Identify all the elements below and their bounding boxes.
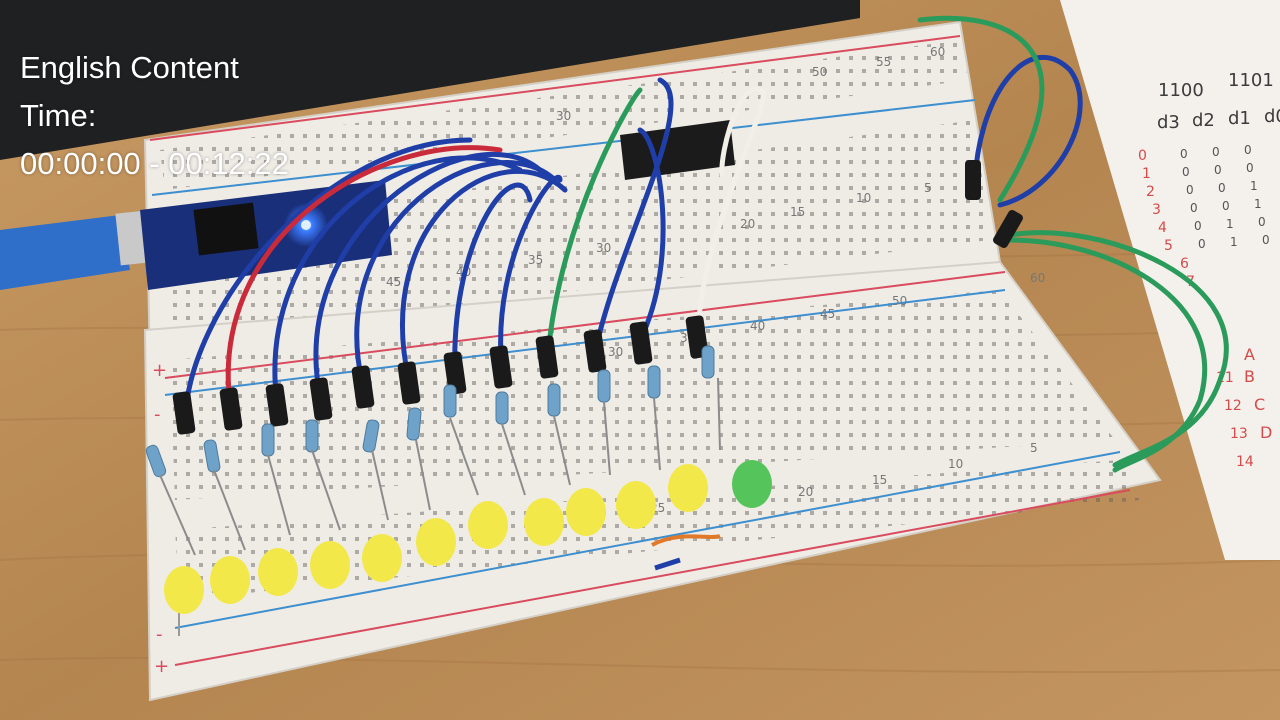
notes-header-d0: d0 [1264, 106, 1280, 127]
notes-letter-b: B [1244, 367, 1255, 386]
blue-jumper-small [654, 557, 681, 571]
led-yellow [362, 534, 402, 582]
col-num-40: 40 [750, 319, 765, 333]
notes-letter-c: C [1254, 395, 1265, 414]
svg-text:1: 1 [1226, 217, 1234, 231]
upper-col-15: 15 [790, 205, 805, 219]
svg-text:0: 0 [1190, 201, 1198, 215]
col-num-45: 45 [820, 307, 835, 321]
svg-text:0: 0 [1186, 183, 1194, 197]
breadboard-upper [143, 20, 1002, 362]
svg-text:0: 0 [1218, 181, 1226, 195]
notes-line-1: 1100 [1158, 80, 1204, 101]
breadboard-lower: + - + - 60 50 45 40 35 30 20 15 10 5 25 [143, 260, 1162, 702]
svg-text:0: 0 [1180, 147, 1188, 161]
svg-text:0: 0 [1258, 215, 1266, 229]
notes-line-2: 1101 [1228, 70, 1274, 91]
led-yellow [210, 556, 250, 604]
upper-col-55: 55 [876, 55, 891, 69]
notes-row-14: 14 [1236, 454, 1254, 470]
svg-text:0: 0 [1222, 199, 1230, 213]
rail-red-lower-2 [174, 489, 1131, 666]
svg-text:1: 1 [1250, 179, 1258, 193]
rail-mark-minus-2: - [156, 624, 163, 645]
svg-text:0: 0 [1246, 161, 1254, 175]
upper-col-30: 30 [556, 109, 571, 123]
wire-connectors [172, 160, 1023, 435]
upper-col-30b: 30 [596, 241, 611, 255]
led-yellow [616, 481, 656, 529]
upper-col-20: 20 [740, 217, 755, 231]
leads [159, 377, 721, 556]
col-num-60: 60 [1030, 271, 1045, 285]
rail-blue-lower-2 [174, 451, 1121, 629]
notes-header-d2: d2 [1192, 110, 1215, 131]
arduino-nano [140, 180, 392, 290]
notes-letter-a: A [1244, 345, 1255, 364]
upper-col-35: 35 [528, 253, 543, 267]
rail-mark-plus-2: + [154, 656, 169, 677]
led-yellow [258, 548, 298, 596]
orange-jumper [651, 534, 721, 547]
rail-red-lower-1 [164, 271, 1006, 379]
svg-text:0: 0 [1214, 163, 1222, 177]
overlay-title: English Content [20, 50, 239, 85]
upper-col-45: 45 [386, 275, 401, 289]
overlay-time-range: 00:00:00 - 00:12:22 [20, 146, 289, 181]
upper-col-50: 50 [812, 65, 827, 79]
notes-header-d3: d3 [1157, 112, 1180, 133]
svg-text:1: 1 [1254, 197, 1262, 211]
notes-header-d1: d1 [1228, 108, 1251, 129]
svg-text:0: 0 [1244, 143, 1252, 157]
led-yellow [164, 566, 204, 636]
laptop-shadow [0, 0, 860, 160]
resistors [145, 345, 715, 478]
led-yellow [416, 518, 456, 566]
col-num-20: 20 [798, 485, 813, 499]
upper-col-5: 5 [924, 181, 932, 195]
svg-text:0: 0 [1194, 219, 1202, 233]
led-yellow [524, 498, 564, 546]
col-num-30: 30 [608, 345, 623, 359]
col-num-15: 15 [872, 473, 887, 487]
notes-row-12: 12 [1224, 398, 1242, 414]
led-yellow [468, 501, 508, 549]
svg-text:0: 0 [1262, 233, 1270, 247]
notes-row-0: 0 [1138, 148, 1147, 164]
led-green [732, 460, 772, 508]
notes-digit-grid: 0 0 0 0 0 0 0 0 1 0 0 1 0 1 0 0 1 0 [1180, 143, 1270, 251]
rail-red-upper [149, 35, 961, 141]
svg-text:0: 0 [1212, 145, 1220, 159]
notes-row-4: 4 [1158, 220, 1167, 236]
rail-mark-plus-1: + [152, 360, 167, 381]
rail-mark-minus-1: - [154, 404, 161, 425]
svg-text:0: 0 [1182, 165, 1190, 179]
notes-row-3: 3 [1152, 202, 1161, 218]
upper-col-10: 10 [856, 191, 871, 205]
svg-text:0: 0 [1198, 237, 1206, 251]
led-yellow [668, 464, 708, 512]
ic-chip [620, 120, 735, 180]
svg-text:1: 1 [1230, 235, 1238, 249]
notes-row-5: 5 [1164, 238, 1173, 254]
jumper-wires [182, 15, 1229, 473]
col-num-50: 50 [892, 294, 907, 308]
notes-letter-d: D [1260, 423, 1272, 442]
notes-row-6: 6 [1180, 256, 1189, 272]
notes-row-1: 1 [1142, 166, 1151, 182]
notes-paper: 1100 1101 d3 d2 d1 d0 0 1 2 3 4 5 6 7 11… [1060, 0, 1280, 560]
led-yellow [566, 488, 606, 536]
notes-row-13: 13 [1230, 426, 1248, 442]
col-num-10: 10 [948, 457, 963, 471]
rail-blue-upper [151, 99, 976, 196]
col-num-5: 5 [1030, 441, 1038, 455]
upper-col-60: 60 [930, 45, 945, 59]
overlay-time-label: Time: [20, 98, 97, 133]
notes-row-2: 2 [1146, 184, 1155, 200]
led-yellow [310, 541, 350, 589]
led-row [164, 460, 772, 636]
